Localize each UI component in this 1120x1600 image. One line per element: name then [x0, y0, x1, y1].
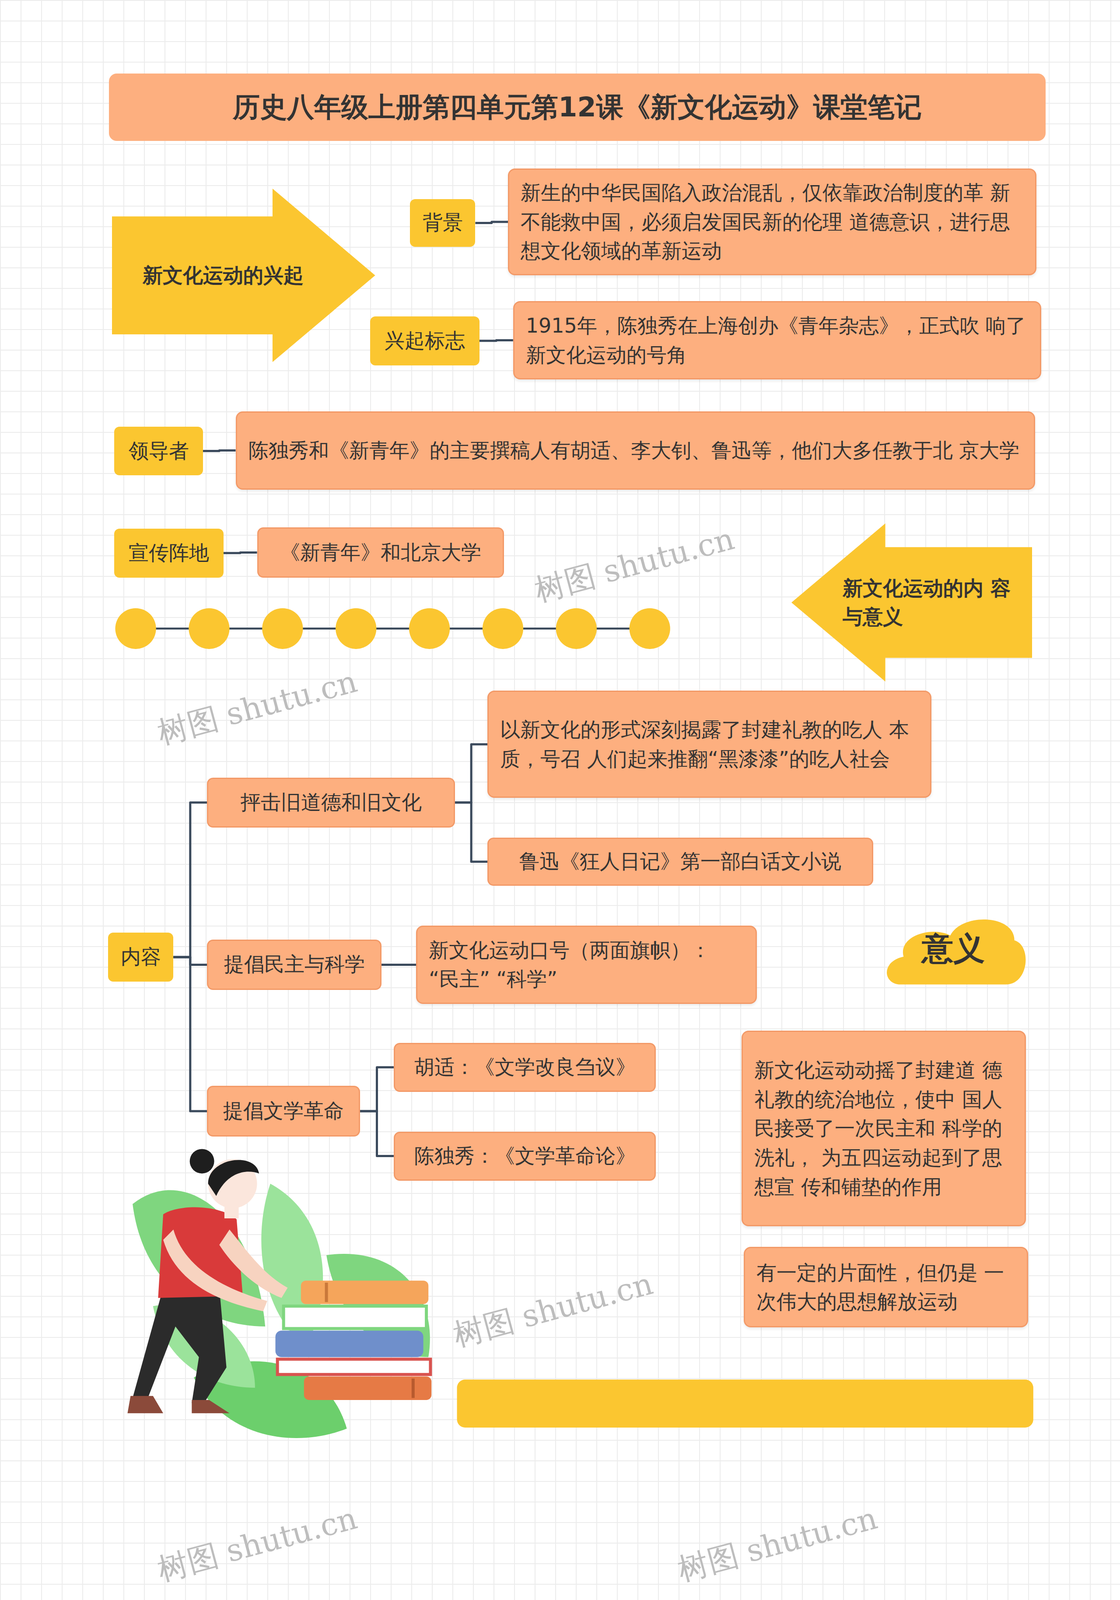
arrow-banner: 新文化运动的内 容与意义	[791, 523, 1033, 682]
node-text: 新文化运动的兴起	[142, 262, 304, 290]
timeline-dots-part	[556, 608, 597, 649]
woman-figure-part	[189, 1148, 215, 1173]
timeline-dots-part	[629, 608, 671, 649]
book-stack-part	[301, 1280, 429, 1304]
watermark: 树图 shutu.cn	[153, 661, 362, 754]
book-stack-part	[277, 1358, 431, 1375]
bottom-bar	[457, 1379, 1034, 1428]
note-box: 有一定的片面性，但仍是 一次伟大的思想解放运动	[743, 1246, 1029, 1327]
node-text: 陈独秀和《新青年》的主要撰稿人有胡适、李大钊、鲁迅等，他们大多任教于北 京大学	[248, 435, 1020, 466]
woman-figure	[127, 1148, 288, 1413]
label-box: 兴起标志	[370, 316, 480, 366]
watermark: 树图 shutu.cn	[530, 518, 739, 611]
note-box: 以新文化的形式深刻揭露了封建礼教的吃人 本质，号召 人们起来推翻“黑漆漆”的吃人…	[487, 690, 931, 798]
label-box: 宣传阵地	[114, 528, 224, 578]
watermark: 树图 shutu.cn	[448, 1262, 658, 1356]
timeline-dots-part	[188, 608, 230, 649]
node-text: 兴起标志	[384, 327, 466, 355]
topic-box: 陈独秀：《文学革命论》	[393, 1131, 656, 1181]
woman-figure-part	[208, 1159, 260, 1196]
connector	[360, 1110, 394, 1156]
connector	[381, 963, 417, 966]
woman-figure-part	[224, 1203, 239, 1218]
node-text: 陈独秀：《文学革命论》	[414, 1142, 636, 1170]
node-text: 以新文化的形式深刻揭露了封建礼教的吃人 本质，号召 人们起来推翻“黑漆漆”的吃人…	[500, 714, 919, 774]
note-box: 新生的中华民国陷入政治混乱，仅依靠政治制度的革 新不能救中国，必须启发国民新的伦…	[507, 168, 1037, 276]
node-text: 内容	[120, 943, 161, 971]
connector	[455, 802, 488, 862]
timeline-dots	[115, 608, 670, 649]
shape-fill	[886, 919, 1026, 984]
shape-fill	[791, 523, 1033, 682]
node-text: 背景	[422, 209, 463, 237]
node-text: 新生的中华民国陷入政治混乱，仅依靠政治制度的革 新不能救中国，必须启发国民新的伦…	[520, 178, 1024, 266]
book-stack-part	[325, 1282, 329, 1302]
timeline-dots-part	[262, 608, 303, 649]
connector	[455, 744, 488, 803]
label-box: 领导者	[114, 426, 203, 476]
book-stack	[275, 1280, 432, 1400]
connector	[223, 552, 258, 553]
node-text: 有一定的片面性，但仍是 一次伟大的思想解放运动	[756, 1257, 1016, 1316]
connector	[360, 1067, 394, 1111]
node-text: 1915年，陈独秀在上海创办《青年杂志》，正式吹 响了新文化运动的号角	[525, 311, 1029, 370]
book-stack-part	[283, 1305, 427, 1328]
watermark: 树图 shutu.cn	[153, 1497, 362, 1591]
book-stack-part	[411, 1378, 415, 1398]
topic-box: 抨击旧道德和旧文化	[206, 777, 455, 828]
woman-figure-part	[191, 1399, 230, 1413]
connector	[479, 340, 514, 341]
connector	[173, 956, 207, 1111]
timeline-dots-part	[482, 608, 524, 649]
node-text: 新文化运动口号（两面旗帜）： “民主” “科学”	[428, 935, 745, 994]
node-text: 鲁迅《狂人日记》第一部白话文小说	[519, 847, 842, 875]
shape-outline	[791, 523, 1033, 682]
woman-figure-part	[127, 1395, 164, 1414]
topic-box: 提倡民主与科学	[206, 939, 382, 990]
node-text: 《新青年》和北京大学	[280, 539, 482, 567]
shape-fill	[112, 188, 376, 362]
label-box: 内容	[108, 932, 174, 982]
node-text: 提倡民主与科学	[224, 950, 365, 978]
connector	[203, 450, 236, 451]
note-box: 新文化运动口号（两面旗帜）： “民主” “科学”	[416, 925, 757, 1005]
node-text: 新文化运动的内 容与意义	[842, 574, 1015, 631]
title-bar: 历史八年级上册第四单元第12课《新文化运动》课堂笔记	[108, 73, 1046, 141]
topic-box: 提倡文学革命	[206, 1085, 361, 1137]
woman-figure-part	[132, 1287, 227, 1403]
timeline-dots-part	[115, 608, 156, 649]
topic-box: 胡适：《文学改良刍议》	[393, 1042, 656, 1092]
label-box: 背景	[409, 199, 476, 248]
node-text: 抨击旧道德和旧文化	[240, 788, 422, 816]
node-text: 宣传阵地	[128, 539, 210, 567]
node-text: 意义	[921, 927, 985, 970]
connector	[475, 221, 508, 223]
note-box: 新文化运动动摇了封建道 德礼教的统治地位，使中 国人民接受了一次民主和 科学的洗…	[741, 1030, 1026, 1227]
note-box: 1915年，陈独秀在上海创办《青年杂志》，正式吹 响了新文化运动的号角	[513, 301, 1042, 380]
node-text: 提倡文学革命	[223, 1097, 344, 1125]
topic-box: 《新青年》和北京大学	[257, 527, 504, 578]
timeline-dots-part	[409, 608, 450, 649]
watermark: 树图 shutu.cn	[673, 1497, 882, 1591]
cloud-badge: 意义	[880, 902, 1026, 985]
book-stack-part	[275, 1330, 424, 1357]
node-text: 领导者	[128, 437, 189, 465]
book-stack-part	[304, 1375, 432, 1400]
timeline-dots-part	[335, 608, 377, 649]
node-text: 胡适：《文学改良刍议》	[414, 1053, 636, 1081]
topic-box: 鲁迅《狂人日记》第一部白话文小说	[487, 837, 873, 886]
connector	[173, 802, 207, 957]
title-text: 历史八年级上册第四单元第12课《新文化运动》课堂笔记	[232, 88, 922, 126]
woman-figure-part	[163, 1229, 268, 1312]
node-text: 新文化运动动摇了封建道 德礼教的统治地位，使中 国人民接受了一次民主和 科学的洗…	[754, 1055, 1014, 1201]
arrow-banner: 新文化运动的兴起	[112, 188, 376, 362]
note-box: 陈独秀和《新青年》的主要撰稿人有胡适、李大钊、鲁迅等，他们大多任教于北 京大学	[235, 411, 1036, 490]
